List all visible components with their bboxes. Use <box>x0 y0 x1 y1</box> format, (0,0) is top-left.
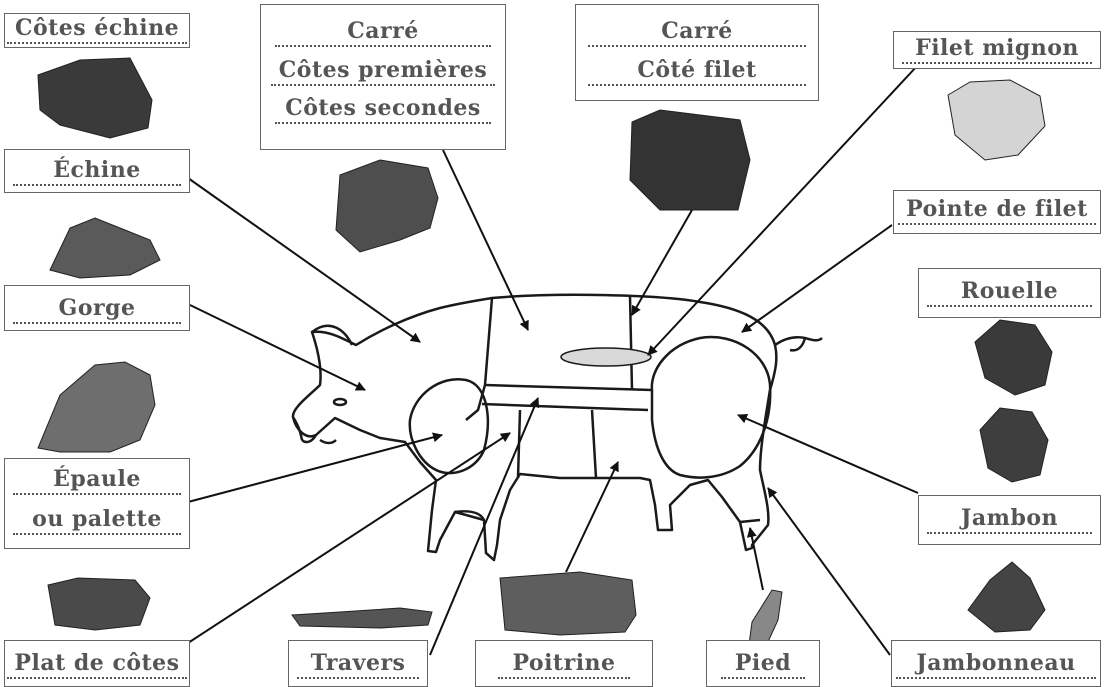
cut-line-echine <box>466 298 492 420</box>
label-travers: Travers <box>288 640 428 687</box>
arrow-jambonneau <box>768 488 890 655</box>
meat-travers-picture <box>292 608 432 628</box>
label-epaule-text: Épaule <box>13 465 181 495</box>
pig-eye <box>334 399 346 405</box>
arrow-epaule <box>188 435 442 502</box>
leader-lines <box>188 65 918 655</box>
label-echine-text: Échine <box>13 156 181 186</box>
meat-plat-de-cotes-picture <box>48 578 150 630</box>
meat-echine-picture <box>50 218 160 278</box>
pig-snout <box>293 417 316 442</box>
label-filet-mignon-text: Filet mignon <box>902 34 1092 64</box>
label-pointe-de-filet: Pointe de filet <box>893 190 1101 234</box>
label-ou-palette-text: ou palette <box>13 505 181 535</box>
meat-filet-mignon-picture <box>948 80 1045 160</box>
label-epaule: Épaule ou palette <box>4 458 190 549</box>
meat-rouelle-picture-2 <box>980 408 1048 482</box>
label-filet-mignon: Filet mignon <box>893 31 1101 69</box>
cut-line-mid <box>482 404 648 410</box>
arrow-carre-cotes <box>443 150 528 330</box>
label-rouelle: Rouelle <box>918 268 1101 318</box>
arrow-pied <box>750 528 763 590</box>
pig-tail <box>775 337 822 350</box>
pig-body-outline <box>293 295 776 560</box>
label-gorge: Gorge <box>4 285 190 331</box>
label-rouelle-text: Rouelle <box>927 277 1092 307</box>
label-carre-text-2: Carré <box>588 17 806 47</box>
label-carre-cotes: Carré Côtes premières Côtes secondes <box>260 4 506 150</box>
label-carre-text-1: Carré <box>275 17 491 47</box>
label-cote-filet-text: Côté filet <box>588 56 806 86</box>
label-travers-text: Travers <box>297 649 419 679</box>
label-gorge-text: Gorge <box>13 294 181 324</box>
label-pied-text: Pied <box>721 649 805 679</box>
cut-line-shoulder <box>410 379 488 473</box>
label-jambonneau: Jambonneau <box>891 640 1101 687</box>
label-carre-cote-filet: Carré Côté filet <box>575 4 819 101</box>
label-cotes-echine-text: Côtes échine <box>7 14 187 44</box>
meat-rouelle-picture-1 <box>975 320 1052 395</box>
cut-line-top <box>485 385 652 390</box>
pig-outline <box>293 295 822 560</box>
label-pointe-de-filet-text: Pointe de filet <box>898 195 1096 225</box>
label-jambonneau-text: Jambonneau <box>896 649 1096 679</box>
meat-pictures <box>38 58 1052 655</box>
label-poitrine: Poitrine <box>475 640 653 687</box>
label-cotes-echine: Côtes échine <box>4 13 190 48</box>
arrow-gorge <box>190 305 365 390</box>
label-cotes-premieres-text: Côtes premières <box>271 56 495 86</box>
cut-line-leg-back <box>740 520 760 522</box>
meat-poitrine-picture <box>500 572 636 635</box>
label-jambon: Jambon <box>918 495 1101 545</box>
arrow-pointe-de-filet <box>742 225 892 332</box>
meat-cotes-secondes-picture <box>336 160 438 252</box>
label-jambon-text: Jambon <box>927 504 1092 534</box>
arrow-jambon <box>738 415 918 493</box>
cut-line-ham <box>652 337 770 478</box>
meat-cotes-echine-picture <box>38 58 152 138</box>
label-plat-de-cotes-text: Plat de côtes <box>7 649 187 679</box>
label-cotes-secondes-text: Côtes secondes <box>275 94 491 124</box>
label-plat-de-cotes: Plat de côtes <box>4 640 190 687</box>
pig-mouth <box>320 440 336 443</box>
label-pied: Pied <box>706 640 820 687</box>
meat-gorge-picture <box>38 362 155 452</box>
label-poitrine-text: Poitrine <box>498 649 630 679</box>
filet-mignon-highlight <box>561 348 651 366</box>
label-echine: Échine <box>4 149 190 193</box>
cut-line-carre <box>630 296 632 390</box>
cut-line-poitrine <box>592 410 596 478</box>
meat-jambonneau-picture <box>968 562 1045 632</box>
meat-carre-cote-filet-picture <box>630 110 750 210</box>
